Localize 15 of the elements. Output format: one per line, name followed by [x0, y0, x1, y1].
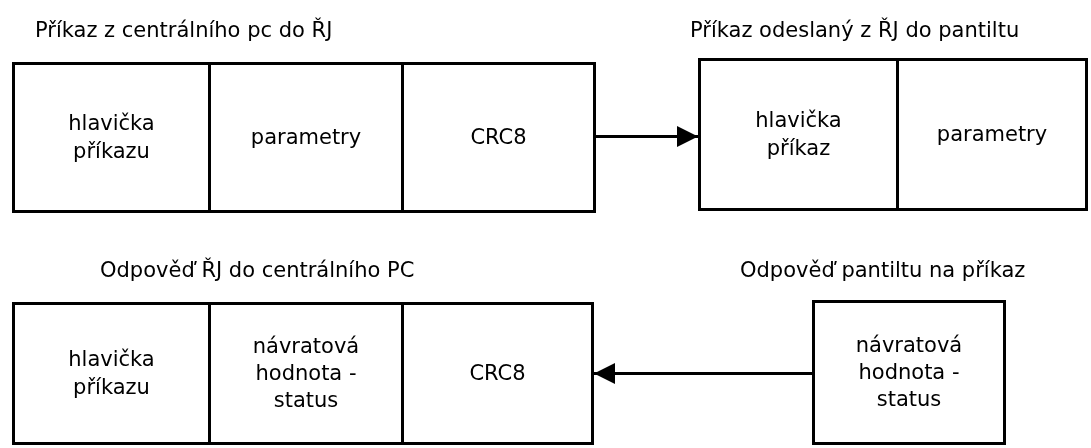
field-text: návratová hodnota - status [854, 331, 964, 414]
field-text: parametry [936, 120, 1048, 148]
field-text: CRC8 [469, 359, 526, 387]
arrow [596, 126, 698, 147]
frame-heading: Příkaz z centrálního pc do ŘJ [35, 18, 333, 42]
frame-heading: Příkaz odeslaný z ŘJ do pantiltu [690, 18, 1020, 42]
field-text: hlavička příkazu [67, 346, 156, 401]
field-text: hlavička příkaz [754, 107, 843, 162]
frame-heading: Odpověď ŘJ do centrálního PC [100, 258, 415, 282]
field-text: návratová hodnota - status [251, 332, 361, 415]
frame-heading: Odpověď pantiltu na příkaz [740, 258, 1026, 282]
arrow [594, 363, 812, 384]
field-text: hlavička příkazu [67, 110, 156, 165]
field-text: CRC8 [470, 123, 527, 151]
field-text: parametry [250, 123, 362, 151]
